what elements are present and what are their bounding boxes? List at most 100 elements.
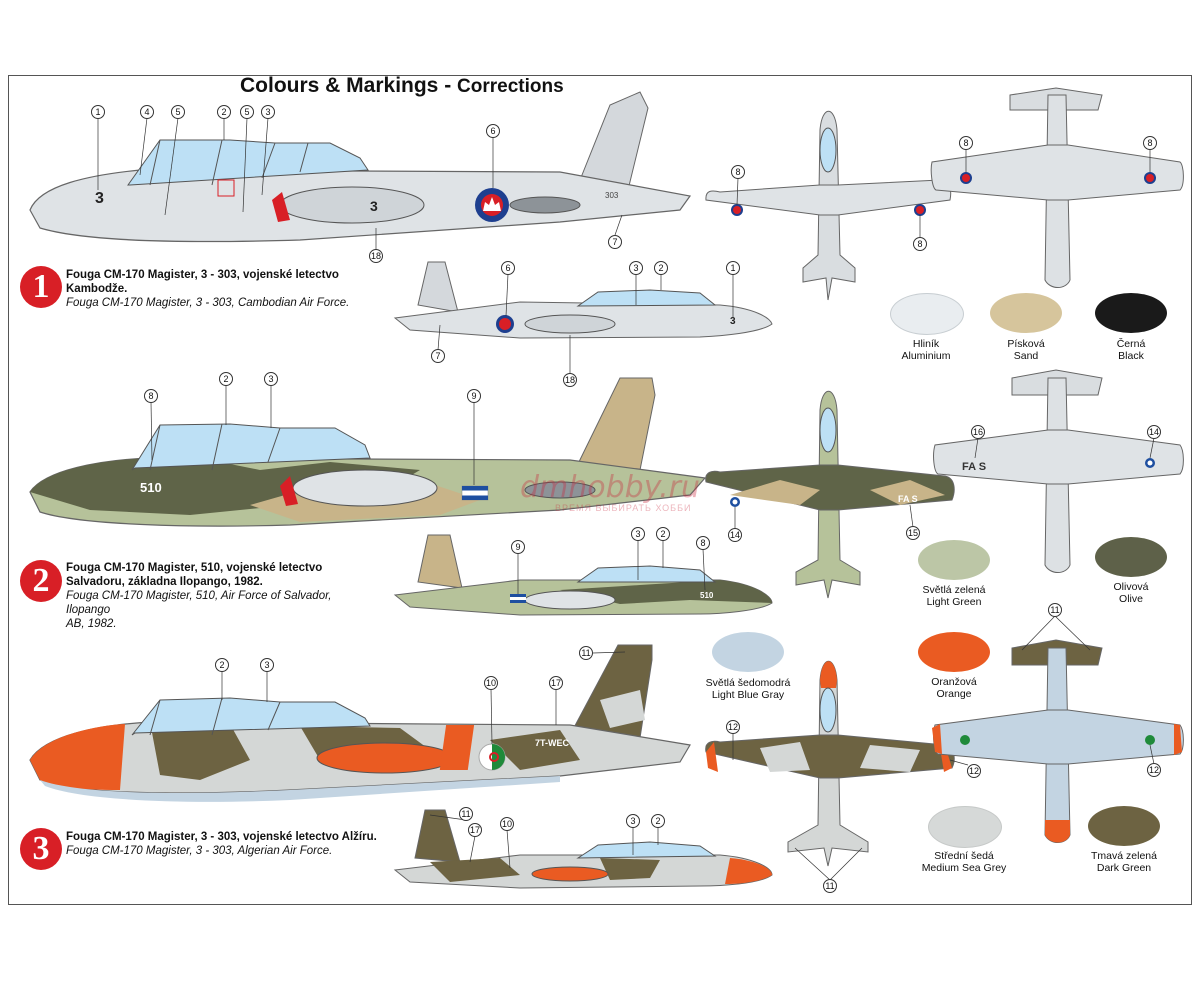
title-main: Colours & Markings [240, 74, 439, 97]
svg-text:9: 9 [471, 391, 476, 401]
svg-text:8: 8 [963, 138, 968, 148]
callout-3e: 3 [260, 658, 274, 702]
callout-3d: 3 [631, 527, 645, 580]
s2-top-view: FA S [705, 390, 955, 599]
watermark: dmhobby.ru [520, 470, 701, 505]
scheme-2-caption-en-2: AB, 1982. [66, 618, 117, 630]
s3-side-large: 7T-WEC [29, 644, 691, 802]
svg-text:17: 17 [551, 678, 561, 688]
callout-3a: 3 [261, 105, 275, 196]
svg-text:11: 11 [1050, 605, 1059, 615]
callout-11d: 11 [429, 807, 473, 821]
callout-10b: 10 [500, 817, 514, 869]
s1-exhaust [509, 196, 581, 214]
svg-text:8: 8 [917, 239, 922, 249]
callouts: 1 4 5 2 5 3 6 7 18 8 8 8 8 6 3 2 1 7 18 … [91, 105, 1161, 893]
svg-text:12: 12 [1149, 765, 1159, 775]
swatch-medium-sea-grey [928, 806, 1002, 848]
svg-text:FA S: FA S [898, 494, 918, 504]
svg-text:14: 14 [730, 530, 740, 540]
callout-2d: 2 [656, 527, 670, 568]
scheme-2-caption-cz-2: Salvadoru, základna Ilopango, 1982. [66, 576, 263, 588]
s1-side-code: 3 [95, 190, 104, 207]
callout-12a: 12 [726, 720, 740, 760]
s3-orange-band [439, 725, 475, 770]
svg-text:3: 3 [635, 529, 640, 539]
svg-text:3: 3 [265, 107, 270, 117]
s1-intake-code: 3 [370, 198, 378, 214]
svg-text:15: 15 [908, 528, 918, 538]
callout-16: 16 [971, 425, 985, 459]
svg-text:18: 18 [371, 251, 381, 261]
svg-text:7: 7 [612, 237, 617, 247]
svg-text:14: 14 [1149, 427, 1159, 437]
callout-3b: 3 [629, 261, 643, 305]
s3-tail-code: 7T-WEC [535, 738, 570, 748]
callout-8e: 8 [144, 389, 158, 461]
s2-bottom-view: FA S [933, 369, 1184, 573]
svg-text:4: 4 [144, 107, 149, 117]
svg-text:10: 10 [486, 678, 496, 688]
svg-text:510: 510 [700, 591, 714, 600]
callout-17a: 17 [549, 676, 563, 725]
swatch-light-blue-gray [712, 632, 784, 672]
svg-text:12: 12 [969, 766, 979, 776]
callout-18a: 18 [369, 228, 383, 263]
scheme-2-caption: Fouga CM-170 Magister, 510, vojenské let… [66, 561, 376, 631]
svg-text:1: 1 [95, 107, 100, 117]
callout-8b: 8 [913, 215, 927, 251]
callout-14a: 14 [1147, 425, 1161, 459]
callout-2a: 2 [217, 105, 231, 140]
callout-5a: 5 [164, 105, 185, 216]
swatch-sand [990, 293, 1062, 333]
s2-side-large: 510 [29, 377, 707, 527]
scheme-3-caption-cz: Fouga CM-170 Magister, 3 - 303, vojenské… [66, 831, 377, 843]
scheme-3-badge: 3 [20, 828, 62, 870]
callout-8d: 8 [1143, 136, 1157, 172]
s1-top-view [705, 110, 952, 301]
svg-text:2: 2 [660, 529, 665, 539]
sheet-title: Colours & Markings - Corrections [240, 74, 564, 98]
svg-text:11: 11 [461, 809, 470, 819]
s3-top-view [705, 660, 955, 867]
svg-text:2: 2 [221, 107, 226, 117]
callout-9b: 9 [511, 540, 525, 594]
callout-1a: 1 [91, 105, 105, 190]
scheme-1-caption-en: Fouga CM-170 Magister, 3 - 303, Cambodia… [66, 297, 350, 309]
s3-nose-orange [30, 724, 125, 790]
svg-text:17: 17 [470, 825, 480, 835]
scheme-3-caption-en: Fouga CM-170 Magister, 3 - 303, Algerian… [66, 845, 333, 857]
callout-2c: 2 [219, 372, 233, 425]
svg-text:2: 2 [223, 374, 228, 384]
s2-fin [574, 377, 656, 471]
callout-2b: 2 [654, 261, 668, 290]
s3-bottom-view [932, 639, 1184, 843]
svg-text:3: 3 [630, 816, 635, 826]
s3-belly [40, 776, 560, 802]
scheme-1-caption-cz: Fouga CM-170 Magister, 3 - 303, vojenské… [66, 269, 339, 281]
svg-text:2: 2 [655, 816, 660, 826]
swatch-dark-green [1088, 806, 1160, 846]
s1-intake-red [272, 192, 290, 222]
callout-3c: 3 [264, 372, 278, 428]
svg-text:9: 9 [515, 542, 520, 552]
callout-1b: 1 [726, 261, 740, 318]
s3-side-small [393, 809, 773, 889]
svg-text:5: 5 [244, 107, 249, 117]
callout-12b: 12 [949, 759, 981, 778]
callout-11a: 11 [579, 646, 626, 660]
title-sub: Corrections [457, 76, 564, 97]
sheet-frame [8, 75, 1192, 905]
callout-9a: 9 [467, 389, 481, 485]
svg-text:7: 7 [435, 351, 440, 361]
callout-11c: 11 [794, 847, 863, 893]
svg-text:8: 8 [735, 167, 740, 177]
callout-15: 15 [906, 504, 920, 540]
svg-text:2: 2 [219, 660, 224, 670]
